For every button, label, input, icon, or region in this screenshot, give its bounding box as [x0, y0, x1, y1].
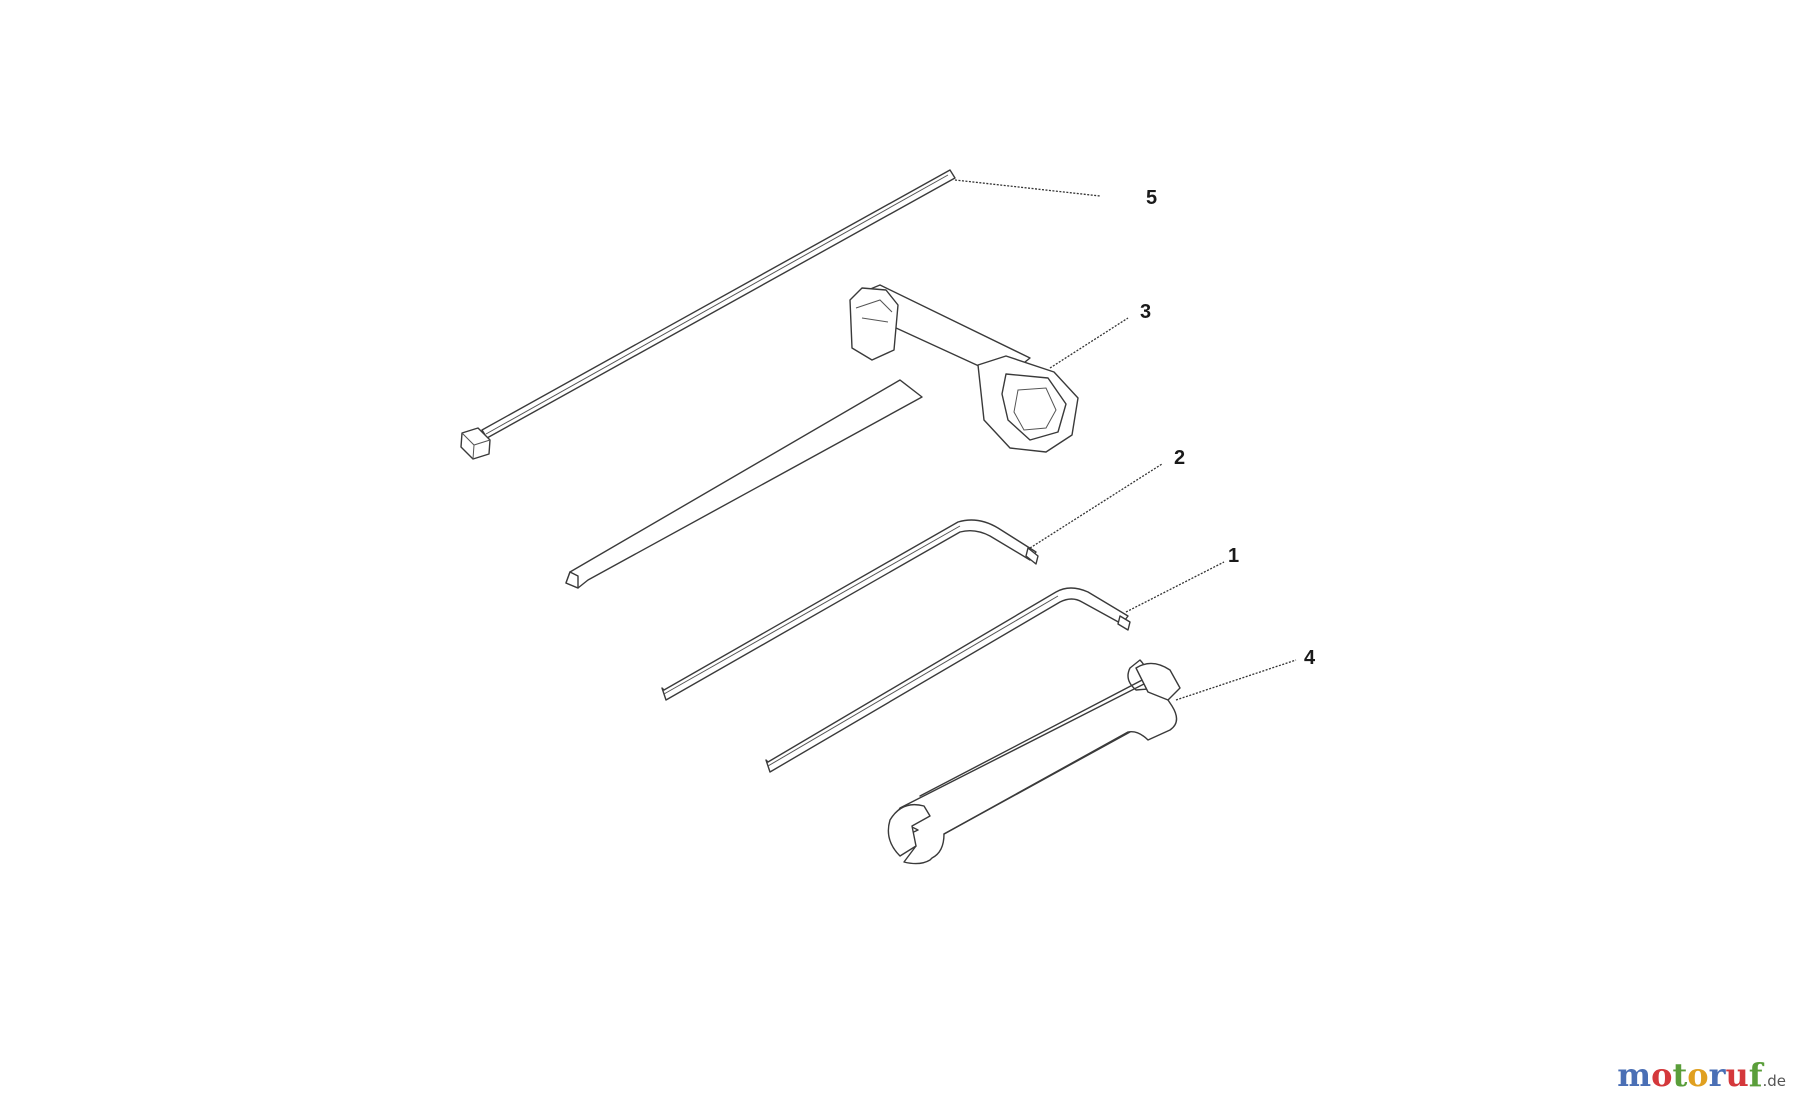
watermark-letter: o [1687, 1056, 1709, 1094]
leader-line-5 [954, 179, 1101, 197]
cable-tie-drawing [460, 169, 956, 460]
leader-line-1 [1125, 561, 1225, 613]
hex-key-large-drawing [661, 519, 1039, 701]
socket-wrench-drawing [565, 284, 1079, 589]
hex-key-small-drawing [765, 587, 1131, 773]
part-number-3[interactable]: 3 [1140, 301, 1151, 323]
watermark-logo: motoruf.de [1617, 1056, 1786, 1094]
open-end-wrench-drawing [887, 659, 1181, 865]
leader-line-4 [1175, 659, 1297, 701]
watermark-letter: t [1672, 1056, 1688, 1094]
watermark-letter: u [1725, 1056, 1749, 1094]
part-number-4[interactable]: 4 [1304, 647, 1316, 669]
watermark-letter: m [1617, 1056, 1652, 1094]
watermark-letter: r [1708, 1056, 1726, 1094]
watermark-letter: o [1651, 1056, 1673, 1094]
leader-line-3 [1049, 317, 1129, 369]
part-number-1[interactable]: 1 [1228, 545, 1239, 567]
leader-line-2 [1029, 463, 1163, 549]
part-number-2[interactable]: 2 [1174, 447, 1185, 469]
watermark-wordmark: motoruf [1617, 1056, 1762, 1094]
watermark-tld: .de [1762, 1072, 1786, 1090]
part-number-5[interactable]: 5 [1146, 187, 1157, 209]
watermark-letter: f [1748, 1056, 1763, 1094]
